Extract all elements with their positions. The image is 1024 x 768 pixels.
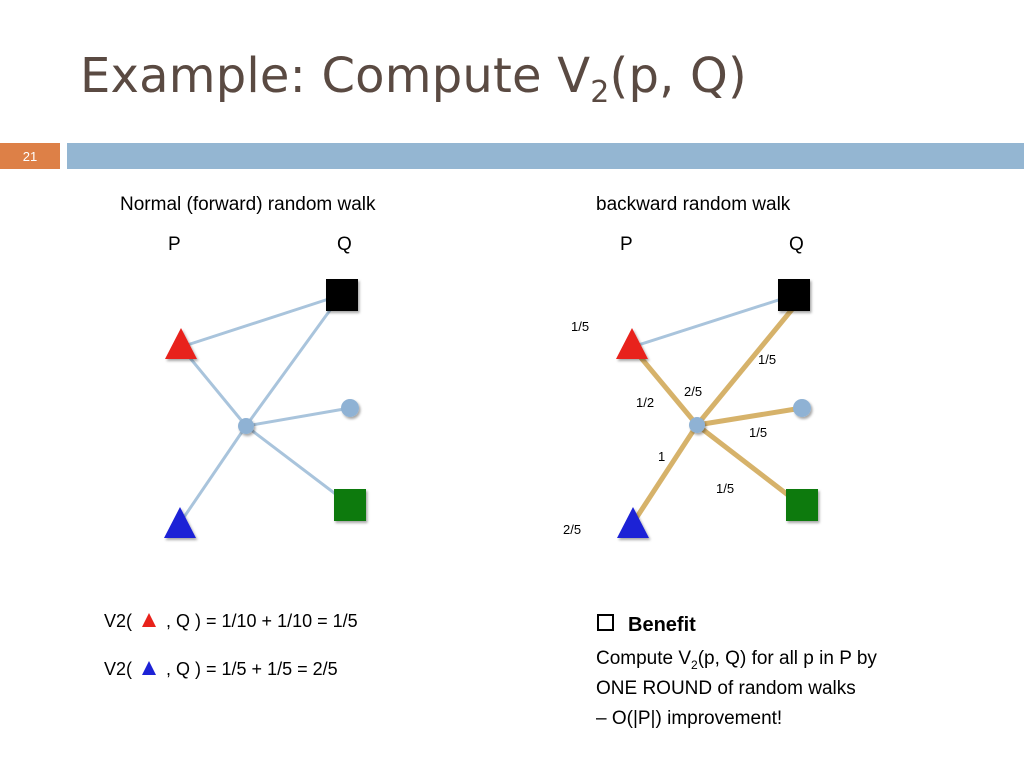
weight-blue-triangle: 2/5 [563, 522, 581, 537]
right-edge-red-hub [630, 345, 699, 427]
left-edges [178, 293, 351, 524]
left-edge-hub-black [244, 294, 343, 427]
left-edge-hub-blue [178, 425, 248, 524]
title-main: Example: Compute V [80, 48, 591, 104]
right-blue-triangle [617, 507, 649, 538]
right-edge-hub-green [695, 423, 803, 507]
left-hub-node [238, 418, 254, 434]
right-edge-hub-circle [696, 405, 803, 428]
slide-title: Example: Compute V2(p, Q) [80, 48, 747, 110]
left-edge-red-black [180, 293, 342, 349]
benefit-line1-sub: 2 [691, 657, 698, 672]
left-blue-triangle [164, 507, 196, 538]
left-red-triangle [165, 328, 197, 359]
red-triangle-icon [142, 613, 157, 627]
right-edge-hub-black [695, 305, 796, 427]
weight-hub-green-edge: 1/5 [716, 481, 734, 496]
title-subscript: 2 [590, 75, 610, 110]
formula-blue-suffix: , Q ) = 1/5 + 1/5 = 2/5 [166, 659, 338, 679]
right-q-label: Q [789, 234, 804, 255]
right-edges [630, 293, 803, 525]
benefit-heading: Benefit [597, 614, 696, 637]
weight-red-triangle: 1/5 [571, 319, 589, 334]
right-circle-node [793, 399, 811, 417]
weight-hub-blue-edge: 1 [658, 449, 665, 464]
right-p-label: P [620, 234, 633, 255]
left-edge-hub-circle [245, 406, 351, 428]
left-p-label: P [168, 234, 181, 255]
right-black-square [778, 279, 810, 311]
benefit-line-3: – O(|P|) improvement! [596, 708, 783, 729]
checkbox-bullet-icon [597, 614, 614, 631]
left-green-square [334, 489, 366, 521]
benefit-line-2: ONE ROUND of random walks [596, 678, 856, 699]
slide-number: 21 [0, 143, 60, 169]
right-diagram-heading: backward random walk [596, 194, 791, 215]
benefit-line-1: Compute V2(p, Q) for all p in P by [596, 648, 877, 672]
formula-red: V2( , Q ) = 1/10 + 1/10 = 1/5 [104, 611, 358, 632]
formula-blue: V2( , Q ) = 1/5 + 1/5 = 2/5 [104, 659, 338, 680]
weight-hub-red-edge: 1/2 [636, 395, 654, 410]
benefit-line1-post: (p, Q) for all p in P by [697, 648, 877, 669]
left-edge-red-hub [179, 346, 248, 427]
right-red-triangle [616, 328, 648, 359]
formula-red-suffix: , Q ) = 1/10 + 1/10 = 1/5 [166, 611, 358, 631]
weight-hub-circle-edge: 1/5 [749, 425, 767, 440]
left-black-square [326, 279, 358, 311]
left-circle-node [341, 399, 359, 417]
blue-triangle-icon [142, 661, 157, 675]
right-nodes [616, 279, 818, 538]
right-green-square [786, 489, 818, 521]
left-edge-hub-green [245, 424, 351, 507]
right-edge-hub-blue [630, 423, 700, 525]
benefit-line1-pre: Compute V [596, 648, 692, 669]
left-nodes [164, 279, 366, 538]
benefit-heading-text: Benefit [628, 614, 696, 636]
weight-hub-center: 2/5 [684, 384, 702, 399]
title-rest: (p, Q) [609, 48, 747, 104]
weight-black-square-edge: 1/5 [758, 352, 776, 367]
formula-red-prefix: V2( [104, 611, 133, 631]
left-diagram-heading: Normal (forward) random walk [120, 194, 376, 215]
formula-blue-prefix: V2( [104, 659, 133, 679]
title-divider-bar [67, 143, 1024, 169]
right-edge-red-black [631, 293, 795, 349]
right-hub-node [689, 417, 705, 433]
left-q-label: Q [337, 234, 352, 255]
